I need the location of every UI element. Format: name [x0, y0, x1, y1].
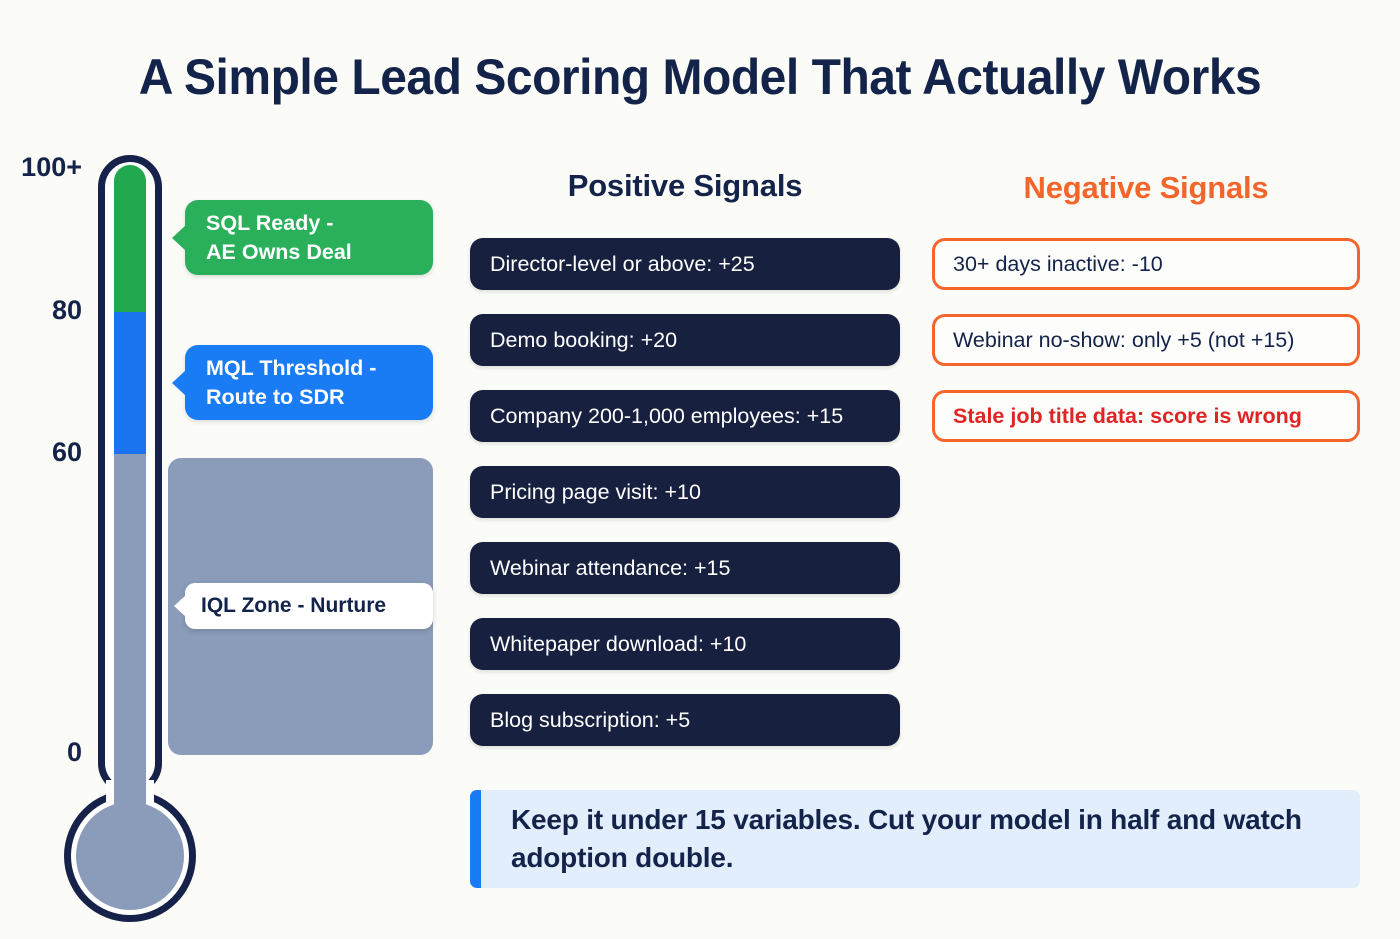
negative-signal-item: 30+ days inactive: -10: [932, 238, 1360, 290]
callout-sql-ready-label: SQL Ready - AE Owns Deal: [206, 211, 352, 264]
scale-label-100: 100+: [21, 152, 82, 182]
callout-iql-zone: IQL Zone - Nurture: [174, 583, 433, 629]
thermometer-fill-column: [114, 165, 146, 825]
bottom-callout-text: Keep it under 15 variables. Cut your mod…: [511, 804, 1302, 873]
callout-iql-zone-label: IQL Zone - Nurture: [201, 594, 387, 618]
positive-signals-heading: Positive Signals: [567, 168, 803, 203]
bottom-callout: Keep it under 15 variables. Cut your mod…: [470, 790, 1360, 888]
scale-label-80: 80: [51, 295, 82, 325]
scale-label-0: 0: [66, 737, 82, 767]
positive-signal-item: Pricing page visit: +10: [470, 466, 900, 518]
negative-signal-item-alert: Stale job title data: score is wrong: [932, 390, 1360, 442]
positive-signal-label: Pricing page visit: +10: [490, 479, 701, 504]
thermometer-band-mql-threshold: [114, 312, 146, 454]
negative-signal-item: Webinar no-show: only +5 (not +15): [932, 314, 1360, 366]
negative-signals-list: 30+ days inactive: -10 Webinar no-show: …: [932, 238, 1360, 466]
thermometer-bulb-fill: [76, 802, 184, 910]
scale-label-60: 60: [51, 437, 82, 467]
page-title: A Simple Lead Scoring Model That Actuall…: [138, 49, 1262, 105]
callout-tail-icon: [172, 369, 186, 396]
callout-mql-threshold: MQL Threshold - Route to SDR: [172, 345, 433, 420]
thermometer-band-iql-zone: [114, 454, 146, 825]
positive-signal-label: Company 200-1,000 employees: +15: [490, 403, 844, 428]
callout-sql-ready: SQL Ready - AE Owns Deal: [172, 200, 433, 275]
positive-signal-item: Whitepaper download: +10: [470, 618, 900, 670]
positive-signals-list: Director-level or above: +25 Demo bookin…: [470, 238, 900, 770]
negative-signal-label: Webinar no-show: only +5 (not +15): [953, 327, 1295, 352]
positive-signal-item: Company 200-1,000 employees: +15: [470, 390, 900, 442]
thermometer-band-sql-ready: [114, 165, 146, 312]
positive-signal-item: Demo booking: +20: [470, 314, 900, 366]
positive-signal-label: Demo booking: +20: [490, 327, 678, 352]
negative-signals-heading: Negative Signals: [1023, 170, 1269, 205]
thermometer-graphic: 100+ 80 60 0 SQL Ready - AE Owns Deal MQ…: [0, 0, 460, 939]
positive-signal-label: Webinar attendance: +15: [490, 555, 731, 580]
positive-signal-item: Director-level or above: +25: [470, 238, 900, 290]
callout-mql-threshold-label: MQL Threshold - Route to SDR: [206, 356, 377, 409]
negative-signal-label: 30+ days inactive: -10: [953, 251, 1163, 276]
positive-signal-item: Webinar attendance: +15: [470, 542, 900, 594]
callout-tail-icon: [174, 595, 186, 617]
positive-signal-item: Blog subscription: +5: [470, 694, 900, 746]
callout-tail-icon: [172, 224, 186, 251]
bottom-callout-accent-bar: [470, 790, 481, 888]
negative-signal-label: Stale job title data: score is wrong: [953, 403, 1302, 428]
positive-signal-label: Whitepaper download: +10: [490, 631, 747, 656]
positive-signal-label: Director-level or above: +25: [490, 251, 755, 276]
positive-signal-label: Blog subscription: +5: [490, 707, 691, 732]
